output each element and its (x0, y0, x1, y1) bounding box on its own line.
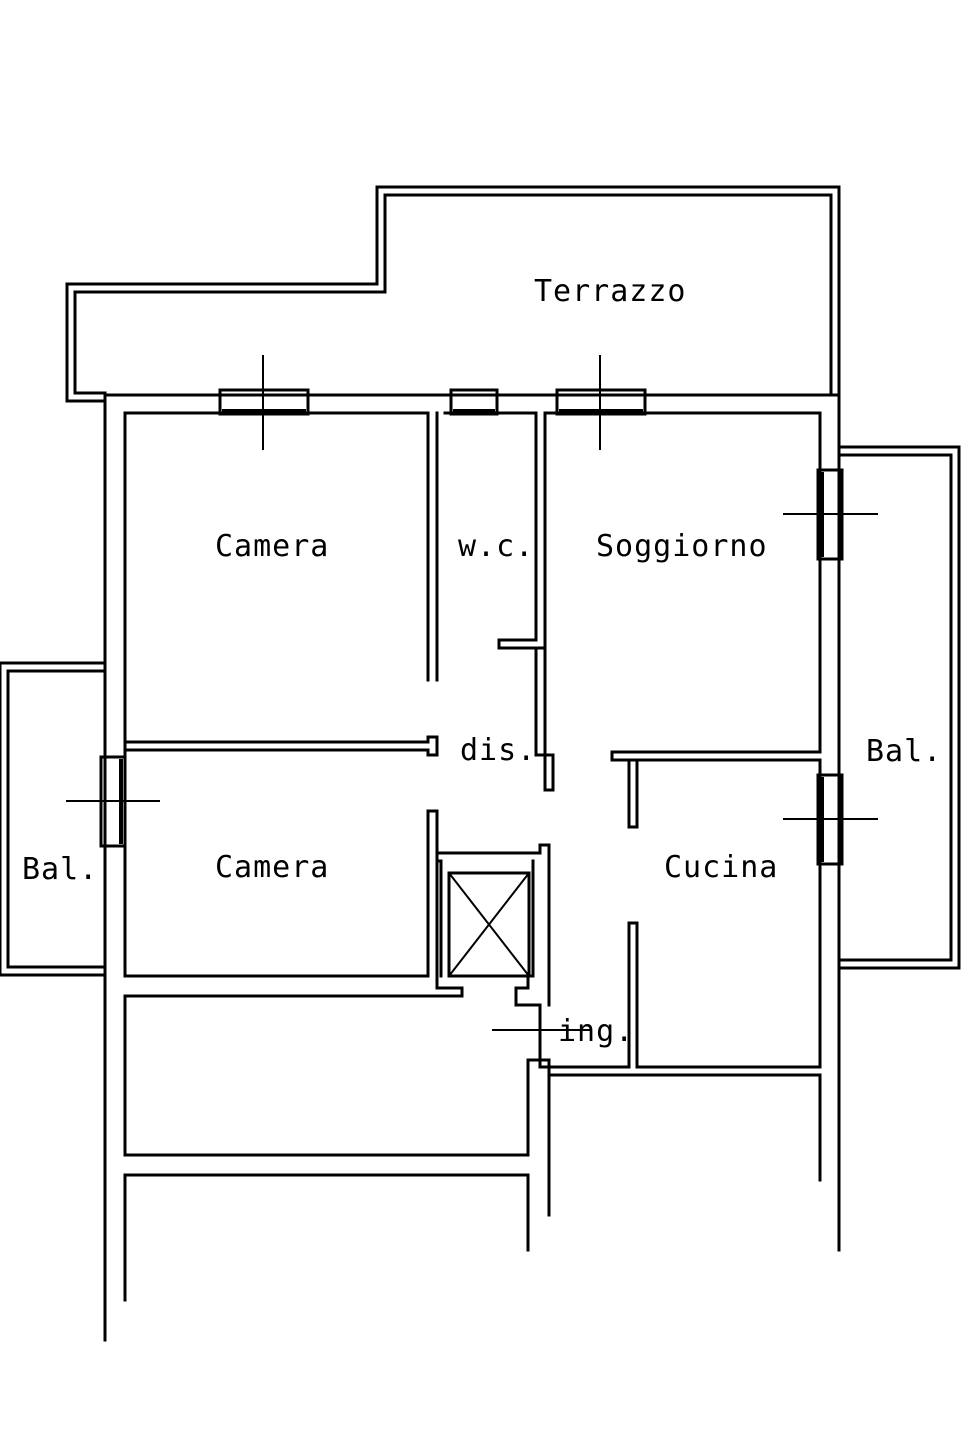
window-camera-top (218, 355, 310, 450)
window-cucina-right (783, 773, 878, 866)
label-ing: ing. (558, 1014, 634, 1049)
balcony-left-outline-inner (6, 669, 107, 969)
wall-camera-bottom (123, 748, 551, 1007)
window-camera-left (66, 755, 160, 848)
wall-camera-top-left (123, 411, 439, 757)
label-soggiorno: Soggiorno (596, 529, 768, 564)
wall-entrance-left (538, 1003, 551, 1062)
balcony-right-outline-outer (837, 445, 961, 970)
elevator-shaft-wall (123, 851, 542, 1157)
wall-lower-left-unit (123, 1173, 530, 1302)
balcony-left-outline-outer (0, 661, 107, 977)
wall-wc-right (435, 638, 547, 682)
wall-corridor-right (534, 411, 555, 792)
label-bal-left: Bal. (22, 852, 98, 887)
label-camera-top: Camera (215, 529, 329, 564)
label-wc: w.c. (458, 529, 534, 564)
label-cucina: Cucina (664, 850, 778, 885)
terrazzo-outline-inner (73, 193, 833, 397)
window-soggiorno-top (555, 355, 647, 450)
terrazzo-outline-outer (65, 185, 841, 403)
wall-lower-right-unit (538, 1058, 822, 1217)
label-bal-right: Bal. (866, 734, 942, 769)
window-wc (449, 388, 499, 416)
elevator-box (447, 871, 531, 978)
label-camera-bottom: Camera (215, 850, 329, 885)
outer-wall-north (103, 393, 841, 1342)
inner-face-north (123, 411, 822, 1069)
balcony-right-outline-inner (837, 453, 953, 962)
window-soggiorno-right (783, 468, 878, 561)
label-terrazzo: Terrazzo (534, 274, 687, 309)
elevator-cross-b (448, 872, 530, 977)
label-dis: dis. (460, 733, 536, 768)
wall-cucina-left (627, 758, 639, 829)
